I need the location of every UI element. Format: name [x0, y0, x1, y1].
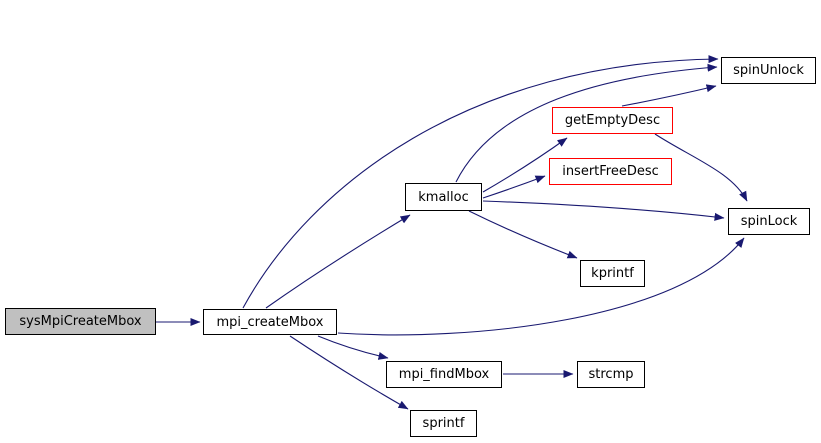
edge-mpi_createMbox-to-sprintf	[289, 335, 409, 410]
node-mpi_findMbox[interactable]: mpi_findMbox	[386, 361, 502, 388]
node-kmalloc[interactable]: kmalloc	[405, 183, 482, 211]
node-getEmptyDesc[interactable]: getEmptyDesc	[552, 107, 673, 134]
node-spinLock[interactable]: spinLock	[728, 208, 810, 235]
node-insertFreeDesc[interactable]: insertFreeDesc	[549, 158, 672, 185]
edge-kmalloc-to-insertFreeDesc	[482, 175, 546, 199]
node-sysMpiCreateMbox: sysMpiCreateMbox	[5, 308, 156, 335]
node-sprintf[interactable]: sprintf	[410, 410, 477, 437]
edge-getEmptyDesc-to-spinLock	[654, 133, 748, 202]
edge-mpi_createMbox-to-kmalloc	[265, 214, 411, 309]
node-strcmp[interactable]: strcmp	[577, 361, 645, 388]
edge-mpi_createMbox-to-spinUnlock	[242, 55, 719, 309]
node-kprintf[interactable]: kprintf	[580, 260, 645, 287]
edge-kmalloc-to-spinUnlock	[455, 63, 718, 183]
edge-mpi_createMbox-to-mpi_findMbox	[317, 335, 389, 360]
node-mpi_createMbox[interactable]: mpi_createMbox	[203, 309, 337, 335]
edge-mpi_createMbox-to-spinLock	[337, 237, 745, 336]
node-spinUnlock[interactable]: spinUnlock	[721, 57, 816, 84]
edge-kmalloc-to-spinLock	[482, 200, 725, 221]
edge-getEmptyDesc-to-spinUnlock	[621, 84, 717, 107]
edge-kmalloc-to-kprintf	[468, 210, 578, 259]
edge-kmalloc-to-getEmptyDesc	[482, 137, 568, 193]
